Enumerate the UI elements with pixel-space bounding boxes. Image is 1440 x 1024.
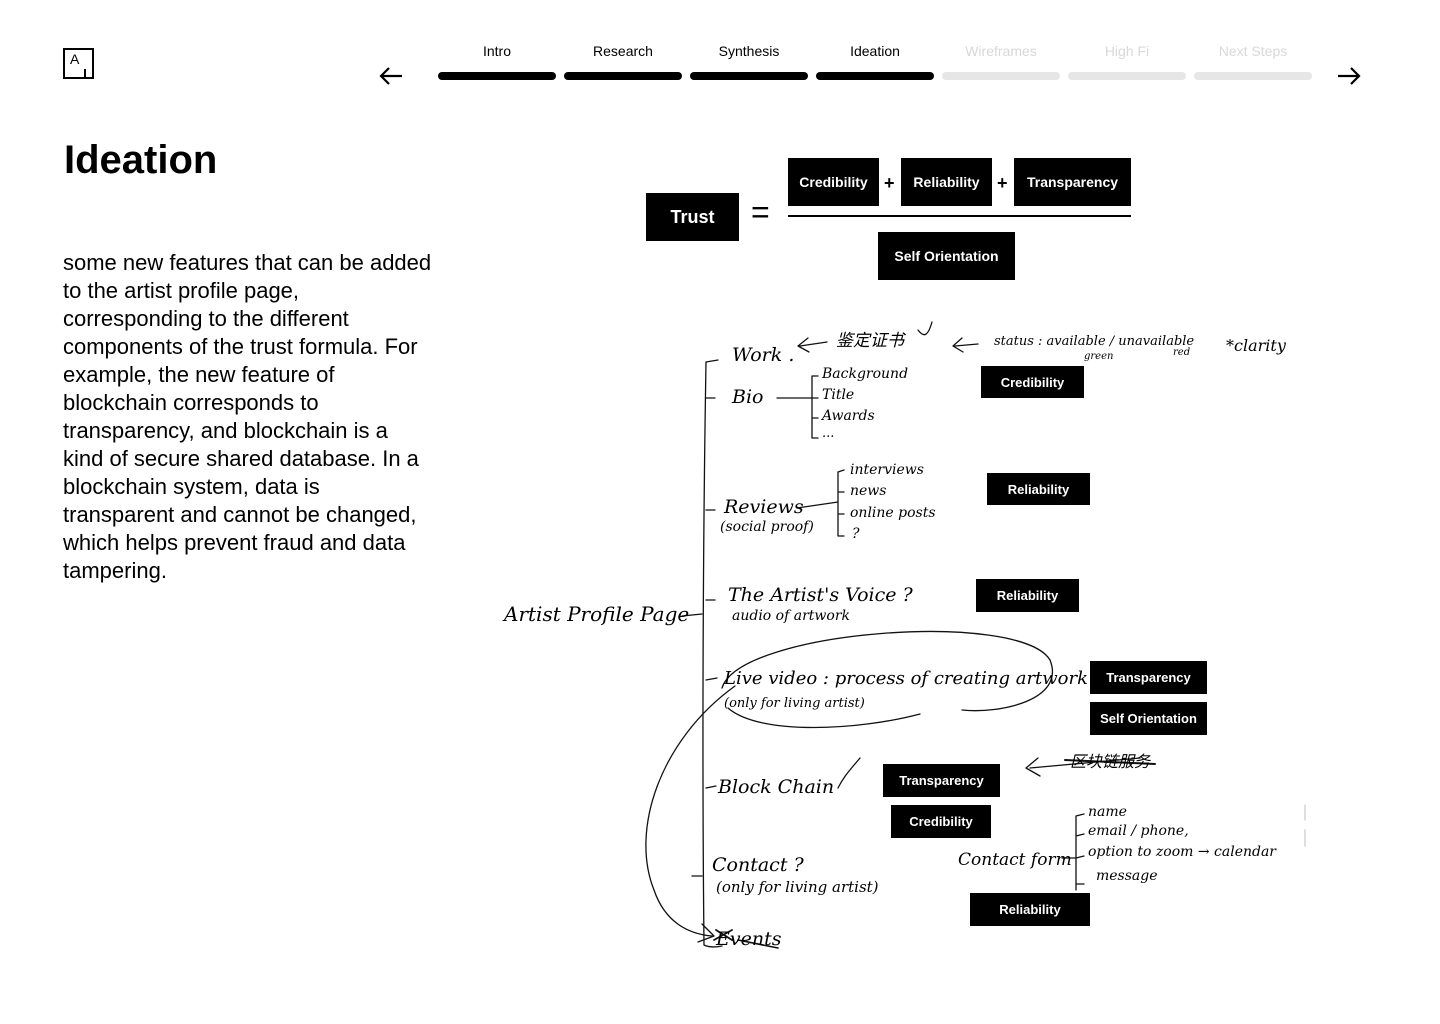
sketch-live-label: Live video : process of creating artwork — [724, 668, 1089, 689]
tag-blockchain-credibility: Credibility — [891, 805, 991, 838]
sketch-form-item: name — [1088, 804, 1127, 820]
sketch-work-cn-label: 鉴定证书 — [836, 331, 904, 351]
step-research[interactable]: Research — [564, 42, 682, 80]
sketch-root-label: Artist Profile Page — [504, 602, 690, 626]
arrow-right-icon[interactable] — [1334, 62, 1362, 90]
step-progress-bar — [1068, 72, 1186, 80]
sketch-clarity-label: *clarity — [1226, 336, 1286, 355]
step-progress-bar — [564, 72, 682, 80]
sketch-bio-item: Awards — [822, 408, 875, 424]
formula-transparency-box: Transparency — [1014, 158, 1131, 206]
step-wireframes[interactable]: Wireframes — [942, 42, 1060, 80]
sketch-status-label: status : available / unavailable — [994, 334, 1195, 349]
sketch-review-item: online posts — [850, 505, 936, 521]
tag-work-credibility: Credibility — [981, 366, 1084, 398]
step-progress-bar — [816, 72, 934, 80]
step-label: Wireframes — [965, 43, 1037, 59]
formula-plus: + — [997, 173, 1008, 193]
page-description: some new features that can be added to t… — [63, 250, 432, 583]
sketch-contact-label: Contact ? — [712, 854, 804, 876]
sketch-bio-label: Bio — [732, 386, 764, 408]
sketch-form-item: message — [1096, 868, 1158, 884]
page-title: Ideation — [64, 138, 218, 182]
sketch-drawing — [645, 321, 1306, 949]
sketch-review-item: news — [850, 483, 887, 499]
sketch-contact-sub: (only for living artist) — [716, 878, 879, 896]
formula-plus: + — [884, 173, 895, 193]
step-progress-bar — [690, 72, 808, 80]
step-ideation[interactable]: Ideation — [816, 42, 934, 80]
step-progress-bar — [1194, 72, 1312, 80]
sketch-reviews-label: Reviews — [724, 496, 804, 518]
logo-mark — [84, 69, 86, 78]
step-synthesis[interactable]: Synthesis — [690, 42, 808, 80]
formula-trust-box: Trust — [646, 193, 739, 241]
step-label: Research — [593, 43, 653, 59]
formula-reliability-box: Reliability — [901, 158, 992, 206]
sketch-status-green: green — [1084, 351, 1114, 362]
sketch-review-item: ? — [852, 526, 860, 542]
tag-live-transparency: Transparency — [1090, 661, 1207, 694]
step-label: Ideation — [850, 43, 900, 59]
sketch-voice-sub: audio of artwork — [732, 608, 850, 624]
ideation-sketch-figure: Trust = Credibility + Reliability + Tran… — [440, 140, 1320, 1000]
sketch-reviews-sub: (social proof) — [720, 519, 814, 535]
sketch-live-sub: (only for living artist) — [724, 696, 865, 711]
sketch-bio-item: Title — [822, 387, 855, 403]
tag-contact-reliability: Reliability — [970, 893, 1090, 926]
step-progress-bar — [438, 72, 556, 80]
arrow-left-icon[interactable] — [378, 62, 406, 90]
step-label: Intro — [482, 43, 511, 59]
step-progress-bar — [942, 72, 1060, 80]
formula-fraction-line — [788, 215, 1131, 217]
step-label: Next Steps — [1218, 43, 1288, 59]
step-high-fi[interactable]: High Fi — [1068, 42, 1186, 80]
sketch-bio-item: Background — [822, 366, 909, 382]
sketch-blockchain-cn-label: 区块链服务 — [1070, 752, 1151, 771]
sketch-form-item: option to zoom → calendar — [1088, 844, 1277, 860]
sketch-contact-form-label: Contact form — [958, 850, 1072, 870]
step-intro[interactable]: Intro — [438, 42, 556, 80]
sketch-bio-item: ... — [822, 426, 835, 441]
tag-voice-reliability: Reliability — [976, 579, 1079, 612]
formula-credibility-box: Credibility — [788, 158, 879, 206]
tag-blockchain-transparency: Transparency — [883, 764, 1000, 797]
step-label: High Fi — [1104, 43, 1150, 59]
sketch-status-red: red — [1173, 347, 1191, 358]
tag-reviews-reliability: Reliability — [987, 473, 1090, 505]
formula-self-orientation-box: Self Orientation — [878, 232, 1015, 280]
formula-equals: = — [751, 194, 770, 230]
sketch-events-label: Events — [716, 928, 782, 950]
step-next-steps[interactable]: Next Steps — [1194, 42, 1312, 80]
logo[interactable]: A — [63, 48, 94, 79]
logo-letter: A — [70, 51, 80, 67]
sketch-review-item: interviews — [850, 462, 924, 478]
tag-live-self-orientation: Self Orientation — [1090, 702, 1207, 735]
sketch-voice-label: The Artist's Voice ? — [728, 584, 913, 606]
step-label: Synthesis — [718, 43, 780, 59]
sketch-form-item: email / phone, — [1088, 823, 1189, 839]
sketch-work-label: Work . — [732, 344, 795, 366]
sketch-blockchain-label: Block Chain — [718, 776, 835, 798]
